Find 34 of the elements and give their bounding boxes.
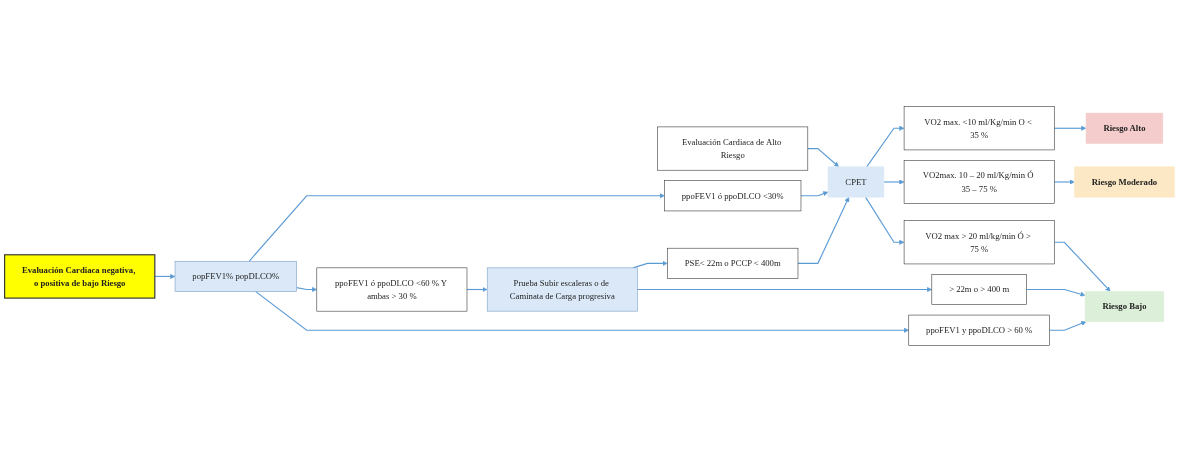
arrow [1049,321,1087,331]
node-box: ppoFEV1 ó ppoDLCO <30% [664,180,802,212]
node-box: VO2max. 10 – 20 ml/Kg/min Ó 35 – 75 % [903,160,1055,204]
arrow [255,291,909,333]
node-box: Riesgo Bajo [1084,291,1165,322]
node-box: CPET [827,166,885,198]
arrow [466,286,488,293]
arrow [1026,288,1086,297]
arrow [797,196,850,264]
arrow [883,179,905,185]
node-box: > 22m o > 400 m [931,274,1027,305]
node-box: popFEV1% popDLCO% [174,260,297,292]
arrow [800,191,829,197]
node-box: VO2 max. <10 ml/Kg/min O < 35 % [903,106,1055,151]
node-box: Riesgo Moderado [1074,166,1175,198]
node-box: Prueba Subir escaleras o de Caminata de Carga progresiva [486,267,638,312]
node-box: Evaluación Cardiaca de Alto Riesgo [657,126,809,171]
arrow [1053,179,1075,185]
node-box: PSE< 22m o PCCP < 400m [667,247,799,279]
node-box: VO2 max > 20 ml/kg/min Ó > 75 % [903,220,1055,265]
node-box: Riesgo Alto [1085,112,1164,144]
arrow [636,286,933,293]
node-box: ppoFEV1 y ppoDLCO > 60 % [908,314,1050,346]
arrow [1053,241,1111,292]
arrow [807,148,839,168]
arrow [296,286,318,293]
arrow [248,193,665,262]
node-box: Evaluación Cardiaca negativa, o positiva de bajo Riesgo [4,254,156,299]
arrow [1053,125,1087,131]
arrow [864,196,905,245]
arrow [154,273,176,279]
arrow [866,125,905,168]
arrow [632,260,668,269]
node-box: ppoFEV1 ó ppoDLCO <60 % Y ambas > 30 % [316,267,468,312]
